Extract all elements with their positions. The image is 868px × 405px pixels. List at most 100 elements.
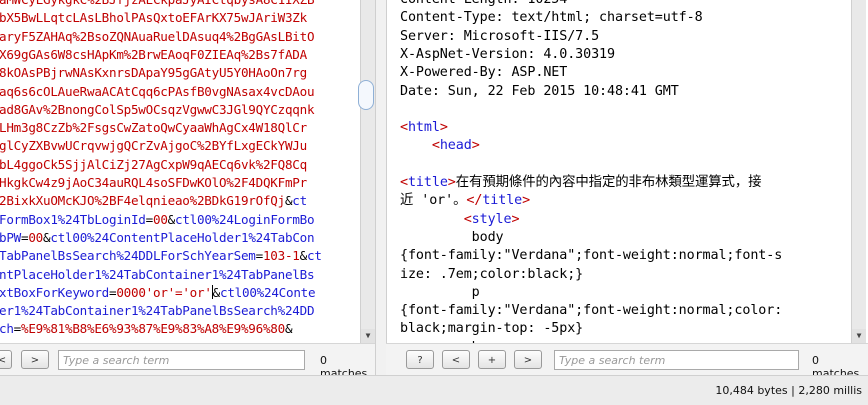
code-line: 2BixkXuOMcKJO%2BF4elqnieao%2BDkG19rOfQj&… (0, 192, 307, 210)
code-token: 00 (153, 211, 168, 227)
code-token: title (482, 193, 523, 209)
code-line: bPW=00&ctl00%24ContentPlaceHolder1%24Tab… (0, 229, 315, 247)
code-token: </ (466, 193, 483, 209)
code-line: {font-family:"Verdana";font-weight:norma… (400, 247, 782, 265)
code-token: = (108, 284, 117, 300)
code-line: glCyZXBvwUCrqvwjgQCrZvAjgoC%2BYfLxgECkYW… (0, 137, 307, 155)
code-token: ctl00%24ContentPlaceHolder1%24TabCon (50, 229, 315, 245)
code-token: < (463, 211, 472, 227)
code-token: black;margin-top: -5px} (400, 321, 584, 337)
next-match-button[interactable]: > (514, 350, 542, 369)
code-token: Server: Microsoft-IIS/7.5 (400, 28, 600, 44)
code-line: Server: Microsoft-IIS/7.5 (400, 28, 599, 46)
code-line: ad8GAv%2BnongColSp5wOCsqzVgwwC3JGl9QYCzq… (0, 101, 315, 119)
code-token: style (471, 211, 512, 227)
code-token (400, 138, 432, 153)
code-line: HkgkCw4z9jAoC34auRQL4soSFDwKOlO%2F4DQKFm… (0, 174, 307, 192)
code-token: 近 'or'。 (400, 193, 467, 209)
code-token: ct (292, 193, 307, 209)
code-token: 0000'or'='or' (116, 284, 212, 300)
code-line: ize: .7em;color:black;} (400, 266, 583, 284)
code-token: bPW (0, 229, 21, 245)
response-scrollbar[interactable]: ▼ (851, 0, 866, 343)
code-token: head (439, 138, 472, 154)
code-token: ctl00%24Conte (220, 284, 316, 300)
code-token: X69gGAs6W8csHApKm%2BrwEAoqF0ZIEAq%2Bs7fA… (0, 46, 307, 62)
code-line: X-Powered-By: ASP.NET (400, 64, 567, 82)
code-token: = (255, 248, 264, 264)
prev-match-button[interactable]: < (442, 350, 470, 369)
code-token: title (407, 175, 448, 190)
code-token: & (284, 321, 293, 337)
code-line: 近 'or'。</title> (400, 192, 530, 210)
code-token: ntPlaceHolder1%24TabContainer1%24TabPane… (0, 266, 315, 282)
response-search-input[interactable] (554, 350, 799, 370)
code-token: & (43, 229, 51, 245)
code-token: HkgkCw4z9jAoC34auRQL4soSFDwKOlO%2F4DQKFm… (0, 175, 307, 190)
request-editor[interactable]: aMWCyLGykgkC%2BJfjzAECkpaJyAICtqbysA8C1I… (0, 0, 360, 343)
split-handle[interactable] (358, 80, 374, 110)
code-token: Date: Sun, 22 Feb 2015 10:48:41 GMT (400, 83, 679, 99)
code-line: ch=%E9%81%B8%E6%93%87%E9%83%A8%E9%96%80& (0, 320, 293, 338)
code-token: ch (0, 321, 14, 337)
code-token: p (400, 284, 480, 300)
code-line: TabPanelBsSearch%24DDLForSchYearSem=103-… (0, 247, 322, 265)
code-line: FormBox1%24TbLoginId=00&ctl00%24LoginFor… (0, 211, 315, 229)
code-token: = (21, 229, 29, 245)
code-token: bX5BwLLqtcLAsLBholPAsQxtoEFArKX75wJAriW3… (0, 10, 307, 26)
code-token: html (407, 120, 440, 136)
code-token: FormBox1%24TbLoginId (0, 211, 146, 227)
code-token: > (471, 138, 480, 154)
code-token: body (400, 229, 504, 245)
code-token (400, 212, 464, 227)
code-token: xtBoxForKeyword (0, 284, 109, 300)
prev-match-button[interactable]: < (0, 350, 12, 369)
request-search-bar: < > 0 matches (0, 343, 375, 380)
code-token: & (284, 193, 293, 209)
code-line: black;margin-top: -5px} (400, 320, 583, 338)
code-line: X69gGAs6W8csHApKm%2BrwEAoqF0ZIEAq%2Bs7fA… (0, 46, 307, 64)
status-text: 10,484 bytes | 2,280 millis (715, 384, 862, 397)
code-line: Content-Length: 10254 (400, 0, 567, 9)
code-token: 103-1 (262, 248, 300, 264)
code-token: > (447, 175, 456, 190)
help-button[interactable]: ? (406, 350, 434, 369)
pane-divider[interactable] (375, 0, 387, 375)
code-token: %E9%81%B8%E6%93%87%E9%83%A8%E9%96%80 (21, 321, 285, 337)
code-token: 8kOAsPBjrwNAsKxnrsDApaY95gGAtyU5Y0HAoOn7… (0, 65, 307, 81)
code-token: glCyZXBvwUCrqvwjgQCrZvAjgoC%2BYfLxgECkYW… (0, 138, 307, 154)
response-search-bar: ? < + > 0 matches (386, 343, 868, 380)
code-line: <title>在有預期條件的內容中指定的非布林類型運算式，接 (400, 174, 762, 192)
next-match-button[interactable]: > (21, 350, 49, 369)
code-token: LHm3g8CzZb%2FsgsCwZatoQwCyaaWhAgCx4W18Ql… (0, 120, 307, 136)
code-line: ntPlaceHolder1%24TabContainer1%24TabPane… (0, 266, 315, 284)
code-token: Content-Length: 10254 (400, 0, 567, 7)
code-line: aMWCyLGykgkC%2BJfjzAECkpaJyAICtqbysA8C1I… (0, 0, 315, 9)
code-token: & (212, 284, 221, 300)
code-token: ize: .7em;color:black;} (400, 266, 584, 282)
add-button[interactable]: + (478, 350, 506, 369)
request-search-input[interactable] (58, 350, 305, 370)
code-token: Content-Type: text/html; charset=utf-8 (400, 10, 703, 26)
code-line: Date: Sun, 22 Feb 2015 10:48:41 GMT (400, 83, 679, 101)
response-viewer[interactable]: Content-Length: 10254Content-Type: text/… (400, 0, 850, 343)
code-line: bL4ggoCk5SjjAlCiZj27AgCxpW9qAECq6vk%2FQ8… (0, 156, 307, 174)
code-line: {font-family:"Verdana";font-weight:norma… (400, 302, 782, 320)
code-token: 2BixkXuOMcKJO%2BF4elqnieao%2BDkG19rOfQj (0, 193, 285, 209)
code-token: & (167, 211, 176, 227)
code-token: < (400, 175, 408, 190)
code-token: bL4ggoCk5SjjAlCiZj27AgCxpW9qAECq6vk%2FQ8… (0, 156, 307, 172)
code-token: aq6s6cOLAueRwaACAtCqq6cPAsfB0vgNAsax4vcD… (0, 83, 315, 99)
code-token: {font-family:"Verdana";font-weight:norma… (400, 303, 783, 319)
text-cursor (211, 284, 213, 299)
code-token: > (522, 193, 531, 209)
code-line: <style> (400, 211, 520, 229)
code-token: > (511, 211, 520, 227)
scroll-down-icon[interactable]: ▼ (361, 329, 375, 343)
code-token: > (439, 120, 448, 136)
scroll-down-icon[interactable]: ▼ (852, 329, 866, 343)
request-scrollbar[interactable]: ▼ (360, 0, 375, 343)
code-token: aMWCyLGykgkC%2BJfjzAECkpaJyAICtqbysA8C1I… (0, 0, 315, 7)
code-token: 00 (28, 229, 44, 245)
code-line: <html> (400, 119, 448, 137)
